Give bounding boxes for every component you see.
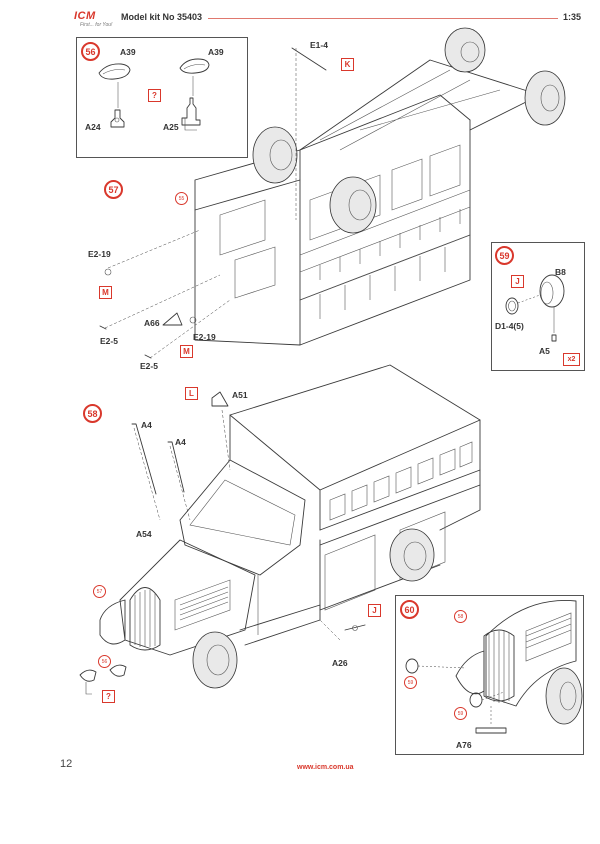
color-code-j: J (511, 275, 524, 288)
color-code-unknown: ? (148, 89, 161, 102)
ref-step-57: 57 (93, 585, 106, 598)
ref-step-58: 58 (454, 610, 467, 623)
footer-url[interactable]: www.icm.com.ua (297, 764, 354, 771)
step-58-number: 58 (83, 404, 102, 423)
part-a54: A54 (136, 529, 152, 539)
part-a24: A24 (85, 122, 101, 132)
step-60-panel: 60 58 59 59 A76 (395, 595, 584, 755)
ref-step-59-top: 59 (404, 676, 417, 689)
scale-label: 1:35 (563, 12, 582, 22)
step-60-number: 60 (400, 600, 419, 619)
icm-logo: ICM First... for You! (66, 10, 116, 32)
part-e2-19-right: E2-19 (193, 332, 216, 342)
part-a5: A5 (539, 346, 550, 356)
part-e2-5-left: E2-5 (100, 336, 118, 346)
step-59-number: 59 (495, 246, 514, 265)
front-detail-drawing (405, 600, 583, 734)
part-e1-4: E1-4 (310, 40, 328, 50)
part-a25: A25 (163, 122, 179, 132)
logo-text: ICM (74, 10, 96, 22)
step-57-number: 57 (104, 180, 123, 199)
step-59-panel: 59 J B8 D1-4(5) A5 x2 (491, 242, 585, 371)
part-a4-left: A4 (141, 420, 152, 430)
part-a66: A66 (144, 318, 160, 328)
header-rule (208, 18, 558, 19)
part-b8: B8 (555, 267, 566, 277)
part-a76: A76 (456, 740, 472, 750)
step-56-number: 56 (81, 42, 100, 61)
inverted-truck-drawing (99, 27, 566, 359)
color-code-j-58: J (368, 604, 381, 617)
mirror-assembly-drawing (98, 58, 210, 131)
color-code-x2: x2 (563, 353, 580, 366)
part-d1-4: D1-4(5) (495, 321, 524, 331)
ref-step-56: 56 (98, 655, 111, 668)
page-number: 12 (60, 758, 73, 770)
headlight-drawing (505, 274, 565, 342)
part-a51: A51 (232, 390, 248, 400)
part-a39-left: A39 (120, 47, 136, 57)
ref-step-59-bottom: 59 (454, 707, 467, 720)
part-e2-19-left: E2-19 (88, 249, 111, 259)
color-code-m-right: M (180, 345, 193, 358)
part-a39-right: A39 (208, 47, 224, 57)
color-code-m-left: M (99, 286, 112, 299)
color-code-k: K (341, 58, 354, 71)
color-code-unknown-58: ? (102, 690, 115, 703)
logo-tagline: First... for You! (80, 22, 113, 28)
ref-step-55: 55 (175, 192, 188, 205)
color-code-l: L (185, 387, 198, 400)
part-a4-right: A4 (175, 437, 186, 447)
part-e2-5-right: E2-5 (140, 361, 158, 371)
step-56-panel: 56 A39 A39 A24 A25 ? (76, 37, 248, 158)
part-a26: A26 (332, 658, 348, 668)
kit-title: Model kit No 35403 (121, 12, 203, 22)
